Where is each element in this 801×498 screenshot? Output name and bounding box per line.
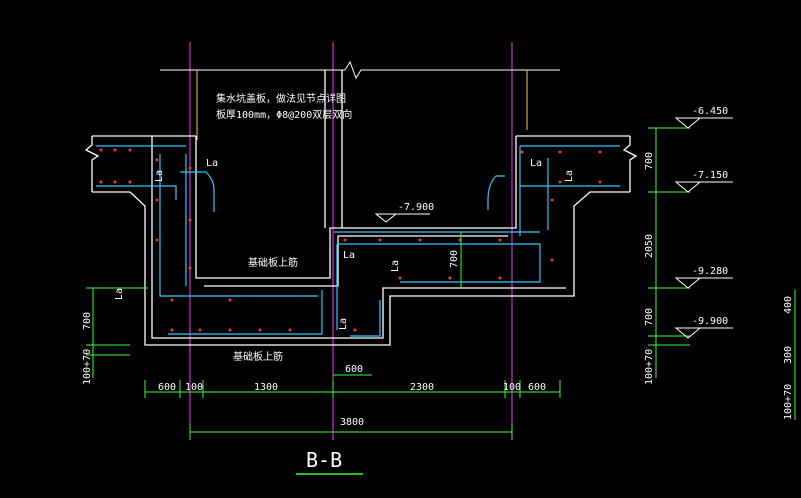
concrete-outline [84, 70, 638, 346]
anchor-label-2: La [530, 158, 542, 169]
axis-lines [189, 42, 513, 440]
note-line-2: 板厚100mm，Φ8@200双层双向 [216, 108, 352, 121]
anchor-label-4: La [154, 170, 165, 182]
dim-total: 3800 [340, 417, 364, 428]
level-label-1: -6.450 [692, 106, 728, 117]
anchor-label-6: La [114, 288, 125, 300]
dim-right-700-top: 700 [644, 152, 655, 170]
anchor-label-5: La [564, 170, 575, 182]
dim-right-700-bottom: 700 [644, 308, 655, 326]
section-title-group: B-B [296, 448, 363, 475]
dim-bottom-1300: 1300 [254, 382, 278, 393]
dim-far-right-400: 400 [783, 296, 794, 314]
rebar-lines [96, 145, 620, 337]
dim-bottom-100-right: 100 [503, 382, 521, 393]
dim-left-700: 700 [82, 312, 93, 330]
rebar-note-lower: 基础板上筋 [233, 350, 283, 363]
dim-center-700: 700 [449, 250, 460, 268]
anchor-label-8: La [338, 318, 349, 330]
anchor-label-3: La [343, 250, 355, 261]
dim-bottom-600-right: 600 [528, 382, 546, 393]
dim-bottom-2300: 2300 [410, 382, 434, 393]
dim-bottom-100-left: 100 [185, 382, 203, 393]
dim-bottom-600-left: 600 [158, 382, 176, 393]
elevation-markers [374, 117, 733, 339]
dim-right-100-70: 100+70 [644, 349, 655, 385]
rebar-dots [99, 148, 602, 332]
anchor-label-7: La [390, 260, 401, 272]
anchor-label-1: La [206, 158, 218, 169]
level-label-5: -9.900 [692, 316, 728, 327]
dimension-lines [86, 127, 796, 440]
note-line-1: 集水坑盖板，做法见节点详图 [216, 92, 346, 105]
level-label-3: -7.900 [398, 202, 434, 213]
section-title: B-B [306, 448, 342, 472]
level-label-4: -9.280 [692, 266, 728, 277]
dim-left-100-70: 100+70 [82, 349, 93, 385]
top-break-line [160, 60, 560, 140]
rebar-note-upper: 基础板上筋 [248, 256, 298, 269]
dim-right-2050: 2050 [644, 234, 655, 258]
level-label-2: -7.150 [692, 170, 728, 181]
dim-far-right-300: 300 [783, 346, 794, 364]
dim-far-right-100-70: 100+70 [783, 384, 794, 420]
dim-600-inner: 600 [345, 364, 363, 375]
